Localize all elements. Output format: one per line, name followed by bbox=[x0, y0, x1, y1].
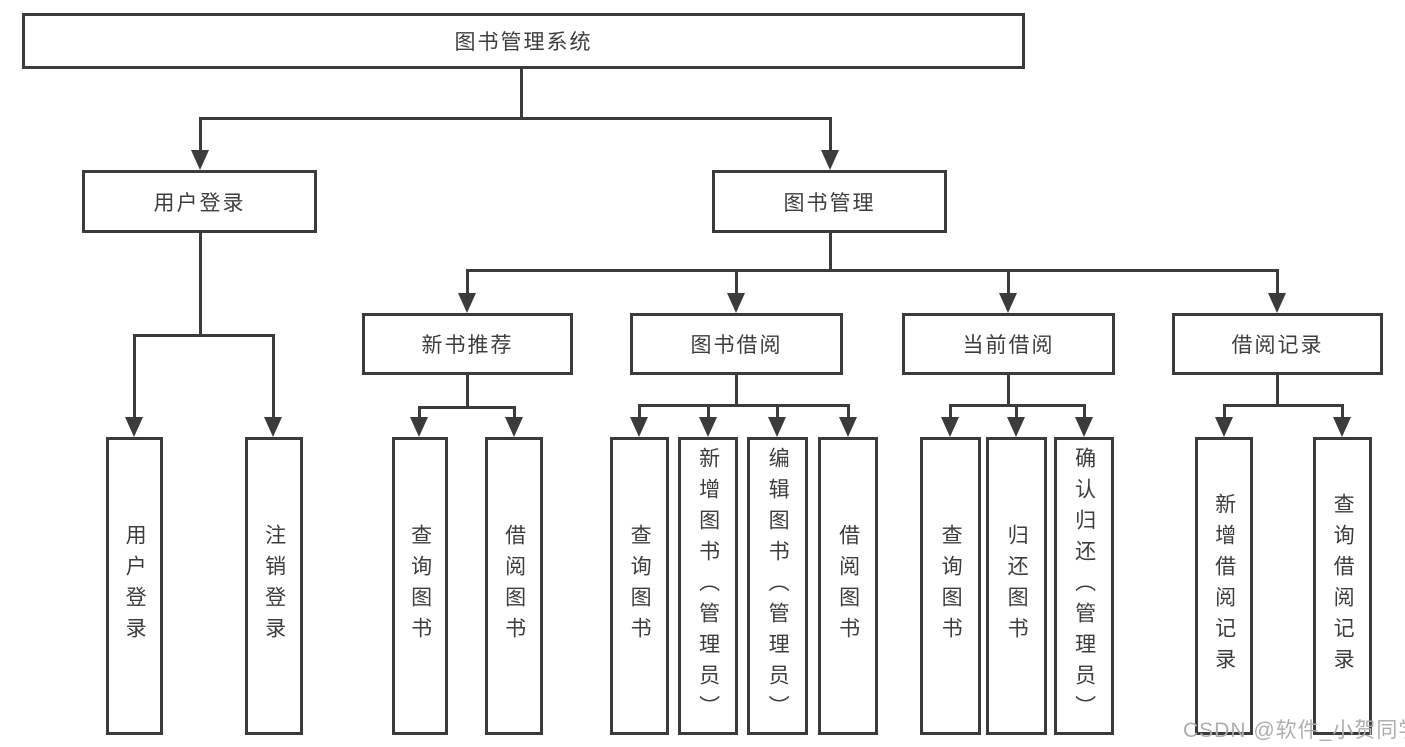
node-root: 图书管理系统 bbox=[22, 13, 1025, 69]
arrow-down-icon bbox=[410, 417, 428, 437]
arrow-down-icon bbox=[505, 417, 523, 437]
connector-drop-borrow-records bbox=[1276, 269, 1279, 295]
connector-drop-bb-borrow bbox=[847, 404, 850, 419]
connector-drop-nbr-query bbox=[418, 406, 421, 419]
arrow-down-icon bbox=[839, 417, 857, 437]
arrow-down-icon bbox=[699, 417, 717, 437]
connector-drop-logout bbox=[272, 334, 275, 419]
node-cb-return-books: 归还图书 bbox=[986, 437, 1047, 735]
connector-new-book-recommend-bar bbox=[418, 406, 516, 409]
arrow-down-icon bbox=[630, 417, 648, 437]
arrow-down-icon bbox=[1215, 417, 1233, 437]
node-nbr-query-books-label: 查询图书 bbox=[408, 524, 432, 648]
connector-drop-br-add bbox=[1223, 404, 1226, 419]
node-bb-add-books: 新增图书（管理员） bbox=[678, 437, 738, 735]
node-logout: 注销登录 bbox=[245, 437, 303, 735]
node-nbr-borrow-books: 借阅图书 bbox=[485, 437, 543, 735]
connector-drop-user-login bbox=[199, 117, 202, 154]
connector-drop-current-borrow bbox=[1007, 269, 1010, 295]
node-cb-query-books-label: 查询图书 bbox=[939, 524, 963, 648]
arrow-down-icon bbox=[821, 150, 839, 170]
node-book-borrow: 图书借阅 bbox=[630, 313, 843, 375]
node-login-label: 用户登录 bbox=[123, 524, 147, 648]
node-bb-borrow-books: 借阅图书 bbox=[818, 437, 878, 735]
node-current-borrow: 当前借阅 bbox=[902, 313, 1115, 375]
node-cb-return-books-label: 归还图书 bbox=[1005, 524, 1029, 648]
connector-drop-book-borrow bbox=[735, 269, 738, 295]
arrow-down-icon bbox=[264, 417, 282, 437]
connector-user-login-bar bbox=[133, 334, 275, 337]
node-user-login: 用户登录 bbox=[82, 170, 317, 233]
node-br-add-record-label: 新增借阅记录 bbox=[1212, 493, 1236, 679]
node-book-management: 图书管理 bbox=[712, 170, 947, 233]
arrow-down-icon bbox=[191, 150, 209, 170]
connector-root-bar bbox=[199, 117, 832, 120]
node-br-query-record-label: 查询借阅记录 bbox=[1331, 493, 1355, 679]
arrow-down-icon bbox=[727, 293, 745, 313]
node-cb-confirm-return: 确认归还（管理员） bbox=[1054, 437, 1114, 735]
arrow-down-icon bbox=[125, 417, 143, 437]
connector-root-stem bbox=[520, 69, 523, 119]
node-bb-query-books-label: 查询图书 bbox=[628, 524, 652, 648]
csdn-watermark: CSDN @软件_小贺同学 bbox=[1183, 719, 1405, 742]
node-new-book-recommend-label: 新书推荐 bbox=[421, 334, 514, 357]
node-br-query-record: 查询借阅记录 bbox=[1313, 437, 1372, 735]
arrow-down-icon bbox=[1268, 293, 1286, 313]
connector-drop-new-book-recommend bbox=[466, 269, 469, 295]
connector-new-book-recommend-stem bbox=[466, 375, 469, 408]
node-book-borrow-label: 图书借阅 bbox=[690, 334, 783, 357]
connector-current-borrow-stem bbox=[1007, 375, 1010, 406]
node-book-management-label: 图书管理 bbox=[783, 191, 876, 215]
node-bb-borrow-books-label: 借阅图书 bbox=[836, 524, 860, 648]
node-borrow-records: 借阅记录 bbox=[1172, 313, 1383, 375]
node-login: 用户登录 bbox=[106, 437, 163, 735]
node-bb-add-books-label: 新增图书（管理员） bbox=[696, 446, 720, 726]
node-root-label: 图书管理系统 bbox=[454, 31, 593, 54]
arrow-down-icon bbox=[1007, 417, 1025, 437]
connector-drop-br-query bbox=[1341, 404, 1344, 419]
node-user-login-label: 用户登录 bbox=[153, 191, 246, 215]
connector-borrow-records-stem bbox=[1276, 375, 1279, 406]
arrow-down-icon bbox=[941, 417, 959, 437]
arrow-down-icon bbox=[768, 417, 786, 437]
connector-book-borrow-stem bbox=[735, 375, 738, 406]
node-logout-label: 注销登录 bbox=[262, 524, 286, 648]
node-bb-query-books: 查询图书 bbox=[610, 437, 669, 735]
node-cb-confirm-return-label: 确认归还（管理员） bbox=[1072, 446, 1096, 726]
node-bb-edit-books-label: 编辑图书（管理员） bbox=[766, 446, 790, 726]
connector-borrow-records-bar bbox=[1223, 404, 1344, 407]
connector-drop-bb-edit bbox=[776, 404, 779, 419]
node-cb-query-books: 查询图书 bbox=[920, 437, 981, 735]
node-nbr-query-books: 查询图书 bbox=[392, 437, 448, 735]
node-new-book-recommend: 新书推荐 bbox=[362, 313, 573, 375]
node-nbr-borrow-books-label: 借阅图书 bbox=[502, 524, 526, 648]
connector-book-borrow-bar bbox=[638, 404, 850, 407]
arrow-down-icon bbox=[458, 293, 476, 313]
connector-drop-bb-query bbox=[638, 404, 641, 419]
connector-drop-cb-query bbox=[949, 404, 952, 419]
connector-drop-bb-add bbox=[707, 404, 710, 419]
node-br-add-record: 新增借阅记录 bbox=[1195, 437, 1253, 735]
arrow-down-icon bbox=[1075, 417, 1093, 437]
connector-drop-nbr-borrow bbox=[513, 406, 516, 419]
connector-drop-login bbox=[133, 334, 136, 419]
node-borrow-records-label: 借阅记录 bbox=[1231, 334, 1324, 357]
arrow-down-icon bbox=[999, 293, 1017, 313]
arrow-down-icon bbox=[1333, 417, 1351, 437]
connector-drop-book-management bbox=[829, 117, 832, 154]
connector-user-login-stem bbox=[199, 233, 202, 336]
node-current-borrow-label: 当前借阅 bbox=[962, 334, 1055, 357]
connector-book-management-stem bbox=[829, 233, 832, 271]
connector-drop-cb-confirm bbox=[1083, 404, 1086, 419]
node-bb-edit-books: 编辑图书（管理员） bbox=[747, 437, 808, 735]
connector-book-management-bar bbox=[466, 269, 1279, 272]
connector-drop-cb-return bbox=[1015, 404, 1018, 419]
